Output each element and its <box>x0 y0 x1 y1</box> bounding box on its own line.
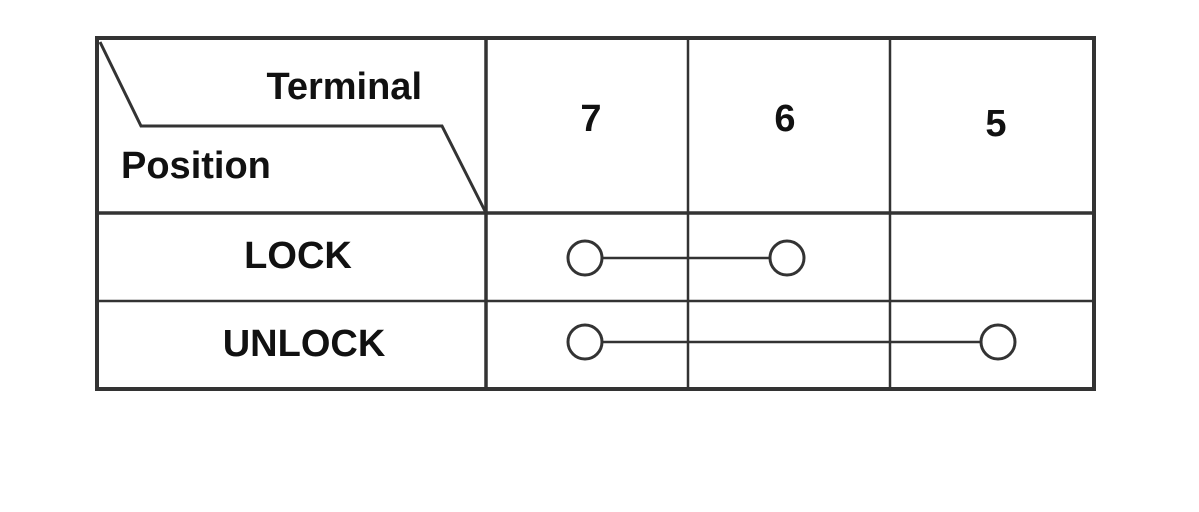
terminal-header-label: Terminal <box>266 66 422 108</box>
terminal-header-6: 6 <box>774 98 795 140</box>
connection-point-unlock-terminal-7 <box>566 323 604 361</box>
terminal-header-7: 7 <box>580 98 601 140</box>
connection-point-unlock-terminal-5 <box>979 323 1017 361</box>
position-label-unlock: UNLOCK <box>223 323 386 365</box>
header-split-line <box>98 41 488 214</box>
position-label-lock: LOCK <box>244 235 352 277</box>
connection-point-lock-terminal-7 <box>566 239 604 277</box>
table-grid <box>95 36 1096 391</box>
terminal-header-5: 5 <box>985 103 1006 145</box>
continuity-connections <box>566 239 1017 361</box>
position-header-label: Position <box>121 145 271 187</box>
connection-point-lock-terminal-6 <box>768 239 806 277</box>
